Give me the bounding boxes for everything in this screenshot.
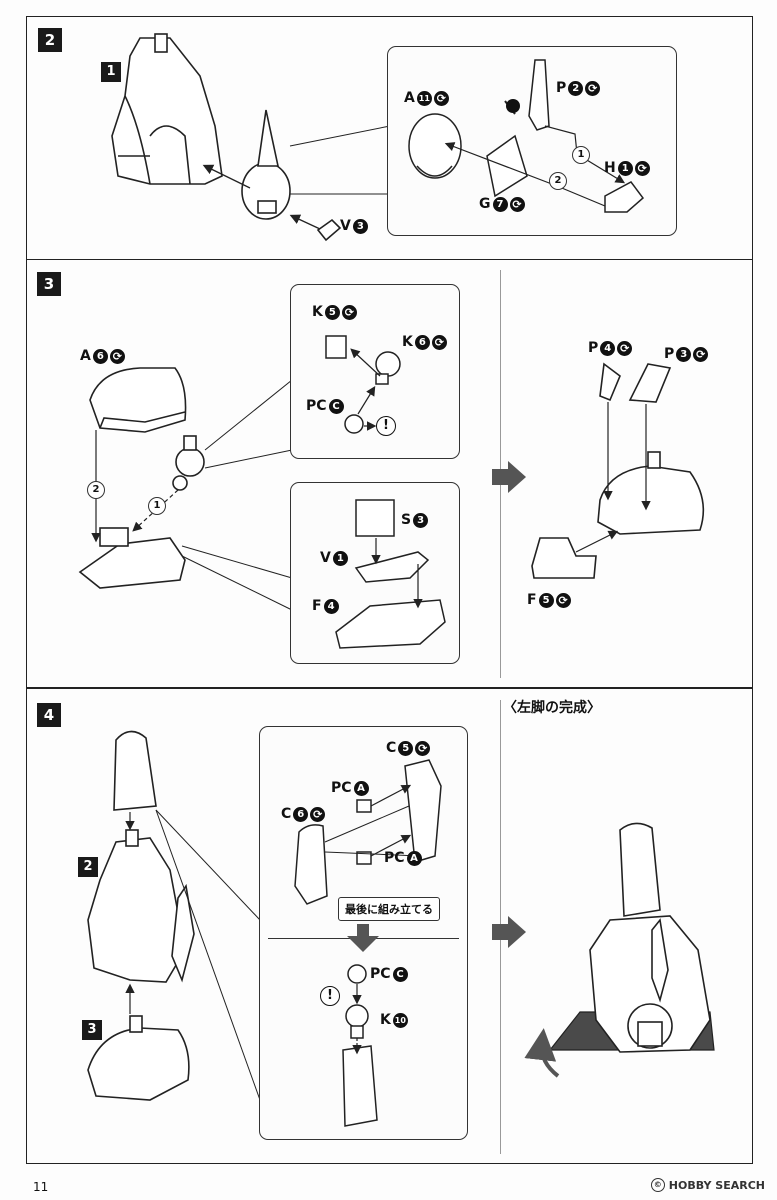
step-4-completed-left-leg-title: 〈左脚の完成〉 [503, 700, 601, 716]
step-4-next-arrow-icon [492, 916, 526, 948]
step-2-badge: 2 [38, 28, 62, 52]
step-2-detail-parts-illustration [408, 59, 645, 213]
step-2-order-2: 2 [549, 172, 567, 190]
step-2-frame [26, 16, 753, 260]
step-4-note-assemble-last: 最後に組み立てる [338, 897, 440, 921]
step-4-substep-2-badge: 2 [78, 857, 98, 877]
step-4-completed-left-leg-illustration [524, 822, 715, 1078]
step-4-assembly-illustration [87, 730, 261, 1101]
step-3-order-1: 1 [148, 497, 166, 515]
step-3-result-illustration [531, 362, 705, 579]
step-3-badge: 3 [37, 272, 61, 296]
step-4-detail-parts-illustration [294, 759, 442, 1127]
step-2-order-1: 1 [572, 146, 590, 164]
step-4-substep-3-badge: 3 [82, 1020, 102, 1040]
step-3-next-arrow-icon [492, 461, 526, 493]
step-4-badge: 4 [37, 703, 61, 727]
step-4-caution-icon: ! [320, 986, 340, 1006]
step-3-joint-parts-illustration [325, 335, 401, 434]
watermark-hobby-search: © HOBBY SEARCH [650, 1178, 765, 1192]
page-number: 11 [33, 1180, 49, 1194]
copyright-icon: © [650, 1178, 665, 1192]
step-2-substep-1-badge: 1 [101, 62, 121, 82]
step-3-frame [26, 260, 753, 688]
step-3-order-2: 2 [87, 481, 105, 499]
step-4-frame [26, 688, 753, 1164]
step-2-leg-assembly-illustration [111, 33, 391, 242]
step-3-base-parts-illustration [335, 499, 446, 649]
step-3-caution-icon: ! [376, 416, 396, 436]
